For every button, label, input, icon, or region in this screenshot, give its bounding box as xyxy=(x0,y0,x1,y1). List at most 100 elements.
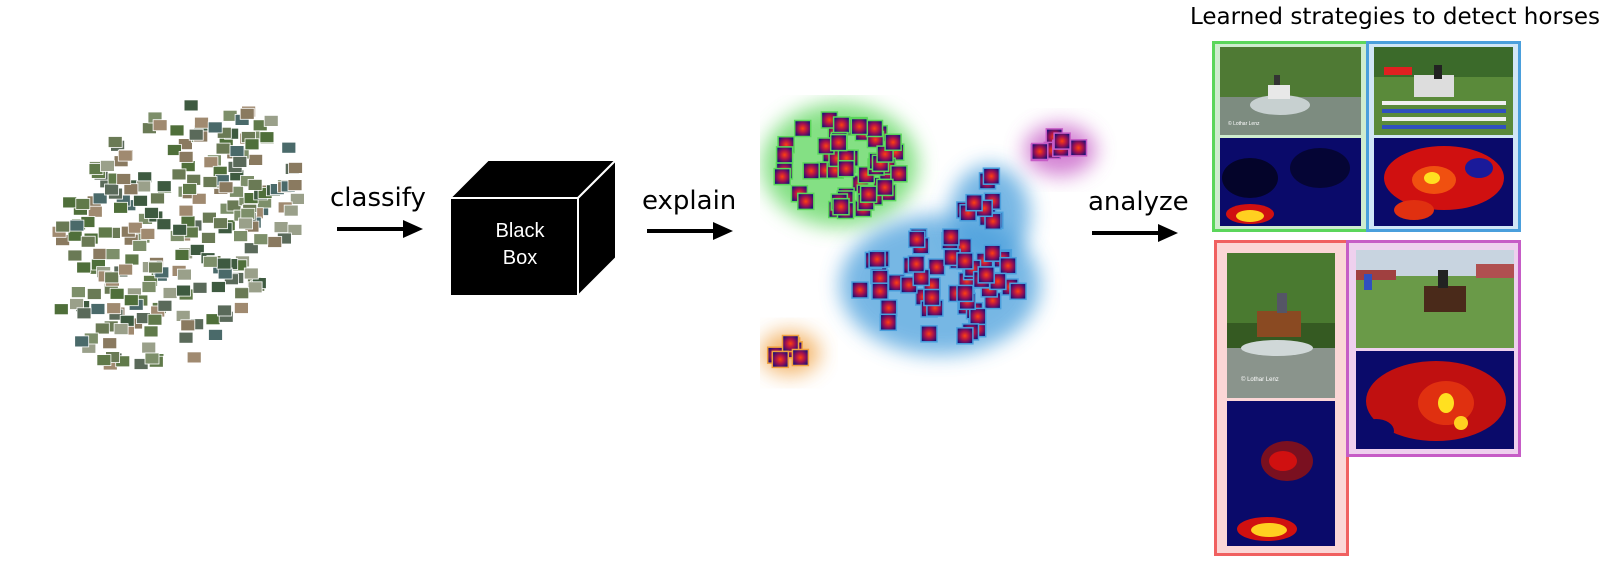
input-thumbnail xyxy=(287,223,303,236)
input-thumbnail xyxy=(248,154,264,166)
input-thumbnail xyxy=(97,226,113,239)
input-thumbnail xyxy=(105,248,121,261)
input-thumbnail xyxy=(124,253,140,266)
heatmap-thumbnail xyxy=(879,313,898,332)
input-thumbnail xyxy=(234,287,250,300)
classify-label: classify xyxy=(330,183,426,213)
input-thumbnail xyxy=(162,287,178,299)
input-thumbnail xyxy=(191,192,207,205)
input-thumbnail xyxy=(182,183,198,195)
input-thumbnail xyxy=(288,162,303,174)
input-thumbnail xyxy=(217,267,233,280)
black-box-line1: Black xyxy=(495,220,545,242)
input-thumbnail xyxy=(140,227,156,240)
jumping-horse-photo xyxy=(1374,47,1513,135)
input-thumbnail xyxy=(166,144,182,156)
heatmap-thumbnail xyxy=(771,350,790,369)
heatmap-red xyxy=(1227,401,1335,546)
input-thumbnail xyxy=(76,307,92,320)
input-thumbnail xyxy=(215,142,231,155)
heatmap-thumbnail xyxy=(1069,139,1088,157)
input-thumbnail xyxy=(202,176,218,188)
photo-credit-red: © Lothar Lenz xyxy=(1241,376,1279,383)
input-thumbnail xyxy=(178,331,194,344)
heatmap-thumbnail xyxy=(884,133,902,152)
black-box-cube xyxy=(450,158,619,299)
heatmap-thumbnail xyxy=(865,119,884,138)
input-thumbnail xyxy=(104,271,120,284)
input-thumbnail xyxy=(69,219,85,232)
input-thumbnail xyxy=(283,204,299,217)
black-box-line2: Box xyxy=(502,247,538,269)
heatmap-thumbnail xyxy=(984,212,1002,231)
input-thumbnail xyxy=(281,141,297,154)
input-thumbnail xyxy=(102,337,118,350)
input-thumbnail xyxy=(148,261,163,274)
heatmap-thumbnail xyxy=(851,281,869,299)
input-thumbnail xyxy=(94,322,110,335)
classify-arrow xyxy=(337,220,423,238)
input-thumbnail xyxy=(247,281,263,294)
input-thumbnail xyxy=(287,179,303,191)
input-thumbnail xyxy=(53,303,69,316)
heatmap-thumbnail xyxy=(829,133,848,152)
heatmap-thumbnail xyxy=(871,282,889,300)
input-thumbnail xyxy=(172,223,188,236)
input-thumbnail xyxy=(55,220,71,233)
heatmap-thumbnail xyxy=(969,307,987,326)
input-thumbnail xyxy=(273,221,289,234)
input-thumbnail xyxy=(289,193,305,205)
input-thumbnail xyxy=(171,168,187,181)
strategies-title: Learned strategies to detect horses xyxy=(1190,4,1600,30)
input-thumbnail xyxy=(263,115,279,127)
heatmap-thumbnail xyxy=(965,193,983,212)
input-thumbnail xyxy=(210,281,226,293)
heatmap-thumbnail xyxy=(956,327,974,345)
show-ring-horse-photo xyxy=(1356,250,1514,348)
input-thumbnail xyxy=(150,192,165,205)
heatmap-thumbnail xyxy=(920,325,938,343)
input-thumbnail xyxy=(194,116,209,129)
heatmap-cluster-map xyxy=(760,103,1096,375)
heatmap-thumbnail xyxy=(908,230,926,249)
input-thumbnail xyxy=(67,249,83,262)
input-thumbnail xyxy=(239,107,255,120)
input-thumbnail xyxy=(238,217,254,230)
input-thumbnail xyxy=(62,196,78,209)
strategy-panel-green: © Lothar Lenz xyxy=(1212,41,1369,232)
heatmap-thumbnail xyxy=(956,284,974,303)
input-thumbnail xyxy=(267,236,283,248)
input-thumbnail xyxy=(259,131,275,144)
input-thumbnail xyxy=(176,284,191,297)
input-thumbnail xyxy=(208,328,223,341)
heatmap-thumbnail xyxy=(793,119,812,138)
input-thumbnail xyxy=(178,204,194,217)
heatmap-thumbnail xyxy=(837,159,855,178)
heatmap-thumbnail xyxy=(1009,282,1027,301)
input-thumbnail xyxy=(123,294,139,307)
input-thumbnail xyxy=(156,218,172,231)
input-thumbnail xyxy=(188,128,204,141)
water-horse-photo: © Lothar Lenz xyxy=(1220,47,1361,135)
crossing-horse-photo: © Lothar Lenz xyxy=(1227,253,1335,398)
input-thumbnail xyxy=(213,217,228,230)
input-thumbnail xyxy=(75,198,91,210)
heatmap-thumbnail xyxy=(999,256,1017,275)
input-thumbnail xyxy=(76,261,92,274)
heatmap-thumbnail xyxy=(982,167,1001,185)
input-thumbnail xyxy=(109,287,125,300)
input-thumbnail xyxy=(92,247,108,260)
heatmap-thumbnail xyxy=(781,334,800,353)
input-thumbnail xyxy=(144,352,160,365)
heatmap-thumbnail xyxy=(802,162,820,180)
input-thumbnail xyxy=(247,179,263,191)
explain-arrow xyxy=(647,222,733,240)
input-thumbnail xyxy=(183,99,199,112)
input-thumbnail xyxy=(232,156,248,168)
input-thumbnail xyxy=(218,181,234,194)
input-thumbnail xyxy=(132,239,148,252)
input-thumbnail xyxy=(174,248,190,261)
heatmap-green xyxy=(1220,138,1361,226)
heatmap-thumbnail xyxy=(956,252,974,270)
heatmap-thumbnail xyxy=(791,348,810,367)
